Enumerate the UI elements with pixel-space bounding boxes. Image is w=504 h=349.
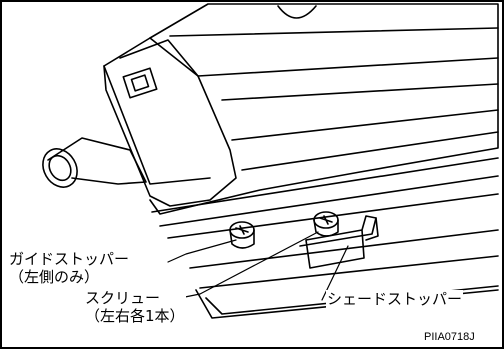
- callout-guide-stopper: ガイドストッパー （左側のみ）: [8, 250, 131, 286]
- housing-crease-5: [241, 131, 499, 171]
- switch-inner: [130, 74, 150, 92]
- hose-end-inner: [48, 154, 72, 182]
- screw-right-slot: [319, 215, 333, 225]
- rail-bottom: [199, 255, 499, 289]
- housing-outline: [149, 3, 499, 215]
- leader-guide-stopper: [167, 239, 237, 263]
- rail-upper: [167, 193, 499, 239]
- hose-end: [42, 148, 78, 188]
- shade-stopper-lip: [365, 217, 379, 241]
- screw-left-slot: [235, 225, 249, 235]
- callout-guide-stopper-line2: （左側のみ）: [9, 268, 100, 286]
- dome-knob: [277, 5, 317, 19]
- housing-crease-3: [221, 83, 499, 101]
- lamp-block-top: [119, 39, 199, 77]
- figure-code: PIIA0718J: [424, 331, 475, 343]
- screw-left-shank: [229, 229, 255, 249]
- base-plate-edge: [159, 175, 499, 227]
- callout-shade-stopper: シェードストッパー: [326, 290, 464, 308]
- callout-screw-line1: スクリュー: [85, 289, 161, 307]
- shade-stopper: [299, 215, 377, 269]
- hose-body: [47, 137, 147, 185]
- leader-screw: [169, 231, 319, 301]
- switch-outer: [122, 67, 158, 99]
- housing-crease-1: [169, 27, 499, 37]
- housing-crease-2: [197, 57, 499, 77]
- callout-guide-stopper-line1: ガイドストッパー: [9, 250, 130, 268]
- lamp-block: [103, 37, 237, 207]
- callout-shade-stopper-line1: シェードストッパー: [327, 290, 463, 308]
- housing-crease-4: [231, 109, 499, 141]
- callout-screw: スクリュー （左右各1本）: [84, 289, 186, 325]
- rail-lower: [189, 229, 499, 269]
- base-plate: [151, 157, 499, 213]
- lamp-block-face: [103, 65, 211, 185]
- callout-screw-line2: （左右各1本）: [85, 307, 185, 325]
